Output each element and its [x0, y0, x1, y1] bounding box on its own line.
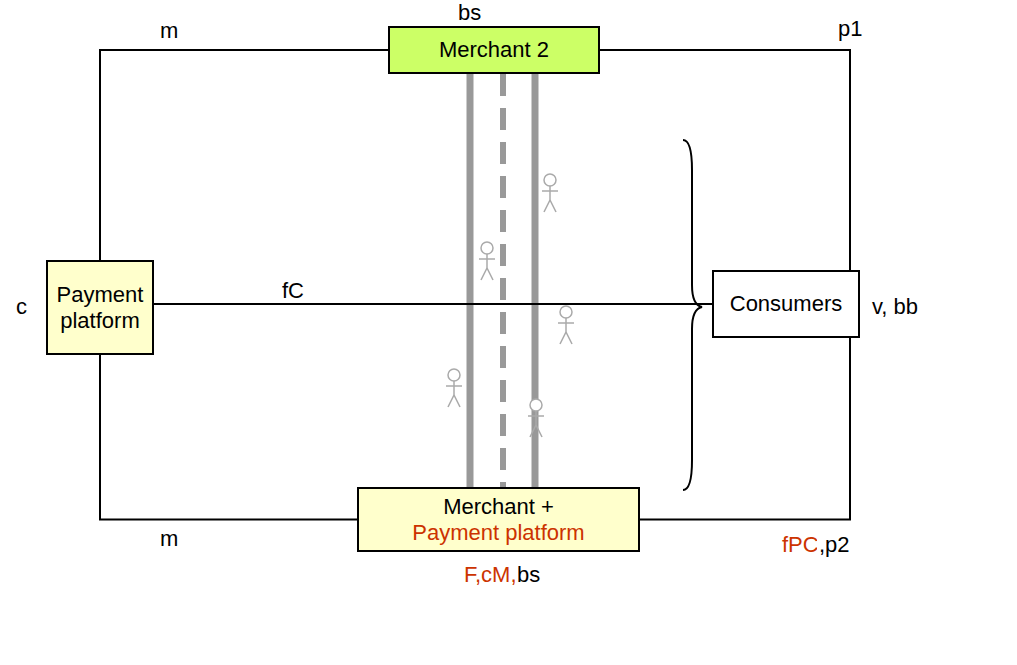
- road-edge: [532, 74, 539, 487]
- road-edge: [467, 74, 474, 487]
- platform-box: Payment platform: [46, 260, 154, 355]
- parameter-label: fPC: [780, 532, 821, 557]
- node-text: Consumers: [730, 291, 842, 316]
- connector-line: [154, 303, 712, 305]
- connector-line: [100, 355, 357, 520]
- parameter-label: p1: [836, 16, 864, 41]
- parameter-label: bs: [515, 562, 542, 587]
- connector-line: [100, 50, 388, 260]
- road-centre-line: [500, 74, 506, 487]
- connector-line: [600, 50, 850, 270]
- node-text: Payment platform: [412, 520, 584, 545]
- parameter-label: fC: [280, 278, 306, 303]
- pedestrian: [446, 369, 462, 407]
- pedestrians: [446, 174, 574, 437]
- node-text: Merchant +: [443, 494, 554, 519]
- pedestrian: [528, 399, 544, 437]
- merchant-box: Merchant 2: [388, 26, 600, 74]
- pedestrian: [558, 306, 574, 344]
- parameter-label: F,cM,: [462, 562, 519, 587]
- brace: [683, 140, 702, 490]
- node-text: Payment platform: [56, 282, 144, 333]
- consumers-box: Consumers: [712, 270, 860, 338]
- parameter-label: ,p2: [817, 532, 852, 557]
- connector-line: [640, 338, 850, 520]
- parameter-label: m: [158, 18, 180, 43]
- parameter-label: c: [14, 294, 29, 319]
- parameter-label: m: [158, 526, 180, 551]
- parameter-label: bs: [456, 0, 483, 25]
- pedestrian: [479, 242, 495, 280]
- integrated-merchant-box: Merchant +Payment platform: [357, 487, 640, 552]
- parameter-label: v, bb: [870, 294, 920, 319]
- node-text: Merchant 2: [439, 37, 549, 62]
- pedestrian: [542, 174, 558, 212]
